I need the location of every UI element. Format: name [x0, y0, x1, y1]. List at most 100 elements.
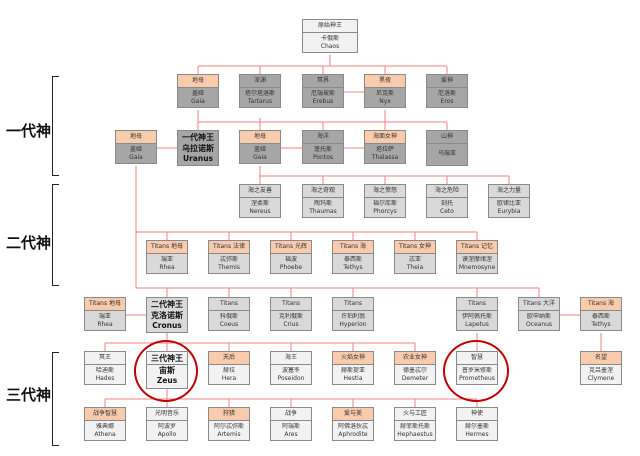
node-en-name: Hyperion: [339, 321, 367, 328]
node-cn-name: 阿波罗: [157, 423, 176, 430]
node-cn-name: 许珀利翁: [340, 313, 365, 320]
node-title: Titans 光辉: [271, 241, 311, 254]
node-ourea: 山神 乌瑞亚: [426, 130, 468, 166]
node-cn-name: 塔尔塔洛斯: [244, 90, 275, 97]
node-title: Titans 法律: [209, 241, 249, 254]
node-cn-name: 忒弥斯: [219, 256, 238, 263]
node-title: 战争智慧: [85, 408, 125, 421]
node-cn-name: 克洛诺斯: [151, 311, 183, 320]
node-cn-name: 盖娅: [191, 90, 204, 97]
node-en-name: Poseidon: [277, 375, 305, 382]
node-en-name: Hera: [221, 375, 237, 382]
node-title: 深渊: [240, 75, 280, 88]
node-cn-name: 福波: [284, 256, 297, 263]
node-title: 海之力量: [489, 185, 529, 198]
node-title: Titans 女神: [395, 241, 435, 254]
node-cn-name: 瑞亚: [160, 256, 173, 263]
gen3-label: 三代神: [6, 386, 52, 404]
node-title: 地母: [178, 75, 218, 88]
node-title: Titans 海: [581, 298, 621, 311]
node-cn-name: 福尔库斯: [372, 200, 397, 207]
node-title: 狩猎: [209, 408, 249, 421]
node-en-name: Coeus: [219, 321, 239, 328]
node-en-name: Rhea: [97, 321, 113, 328]
node-title: 冥王: [85, 352, 125, 365]
node-en-name: Themis: [218, 264, 240, 271]
node-en-name: Lapetus: [465, 321, 489, 328]
node-cn-name: 赫尔墨斯: [464, 423, 489, 430]
node-cn-name: 欧申纳斯: [526, 313, 551, 320]
node-title: Titans: [271, 298, 311, 311]
node-title: 农业女神: [395, 352, 435, 365]
node-en-name: Ares: [284, 431, 298, 438]
node-cn-name: 泰西斯: [591, 313, 610, 320]
node-title: 山神: [427, 131, 467, 144]
node-cn-name: 赫斯提亚: [340, 367, 365, 374]
node-cn-name: 泰西斯: [343, 256, 362, 263]
node-title: Titans 记忆: [457, 241, 497, 254]
node-title: Titans: [209, 298, 249, 311]
node-en-name: Cronus: [152, 321, 182, 330]
node-cn-name: 德墨忒尔: [402, 367, 427, 374]
node-en-name: Tartarus: [247, 98, 273, 105]
node-en-name: Hermes: [465, 431, 489, 438]
node-cn-name: 陶玛斯: [313, 200, 332, 207]
node-title: Titans 海: [333, 241, 373, 254]
gen1-bracket: [52, 76, 59, 176]
node-cn-name: 厄洛斯: [437, 90, 456, 97]
node-title: Titans 地母: [147, 241, 187, 254]
node-en-name: Eros: [440, 98, 454, 105]
node-cn-name: 尼克斯: [375, 90, 394, 97]
node-en-name: Tethys: [343, 264, 363, 271]
node-title: 地母: [116, 131, 156, 144]
node-title: 地母: [240, 131, 280, 144]
node-title: 海之奇观: [303, 185, 343, 198]
node-en-name: Demeter: [401, 375, 429, 382]
node-title: 海洋: [303, 131, 343, 144]
node-title: 海之友善: [240, 185, 280, 198]
node-en-name: Apollo: [157, 431, 177, 438]
node-en-name: Theia: [406, 264, 424, 271]
node-title: 战争: [271, 408, 311, 421]
node-title: 光明音乐: [147, 408, 187, 421]
node-cn-name: 蓬托斯: [313, 146, 332, 153]
node-title: 海王: [271, 352, 311, 365]
node-cn-name: 雅典娜: [95, 423, 114, 430]
node-title: 天后: [209, 352, 249, 365]
node-cn-name: 乌拉诺斯: [182, 144, 214, 153]
node-en-name: Phorcys: [373, 208, 397, 215]
node-en-name: Oceanus: [525, 321, 553, 328]
node-en-name: Gaia: [253, 154, 267, 161]
node-cn-name: 阿佛洛狄忒: [337, 423, 368, 430]
node-en-name: Athena: [94, 431, 116, 438]
node-title: 名望: [581, 352, 621, 365]
node-cn-name: 赫菲斯托斯: [399, 423, 430, 430]
node-cn-name: 哈迪斯: [95, 367, 114, 374]
node-en-name: Hestia: [343, 375, 363, 382]
node-cn-name: 盖娅: [253, 146, 266, 153]
node-title: 火与工匠: [395, 408, 435, 421]
prometheus-highlight-circle: [443, 340, 509, 402]
node-title: Titans 地母: [85, 298, 125, 311]
